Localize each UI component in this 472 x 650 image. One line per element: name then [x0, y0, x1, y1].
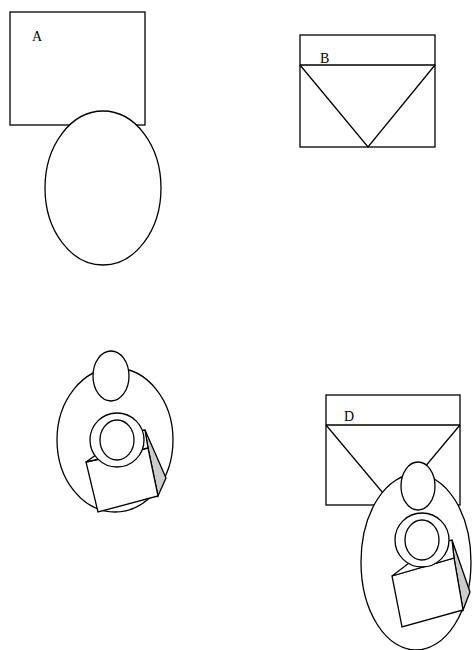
divider-line: [326, 424, 460, 425]
labeled-box: A: [10, 12, 145, 125]
panel-letter: D: [344, 410, 354, 424]
labeled-box: D: [326, 395, 460, 505]
ellipse-shape: [45, 111, 161, 265]
box-outline: [300, 35, 435, 147]
panel-letter: B: [320, 52, 329, 66]
head-shape: [93, 351, 129, 401]
ring-inner: [405, 520, 439, 560]
panel-letter: A: [32, 30, 42, 44]
ring-outer: [395, 513, 449, 567]
labeled-box: B: [300, 35, 435, 147]
ring-outer: [90, 413, 144, 467]
head-shape: [401, 462, 435, 510]
box-outline: [10, 12, 145, 125]
ring-inner: [100, 420, 134, 460]
v-shape: [300, 65, 435, 147]
